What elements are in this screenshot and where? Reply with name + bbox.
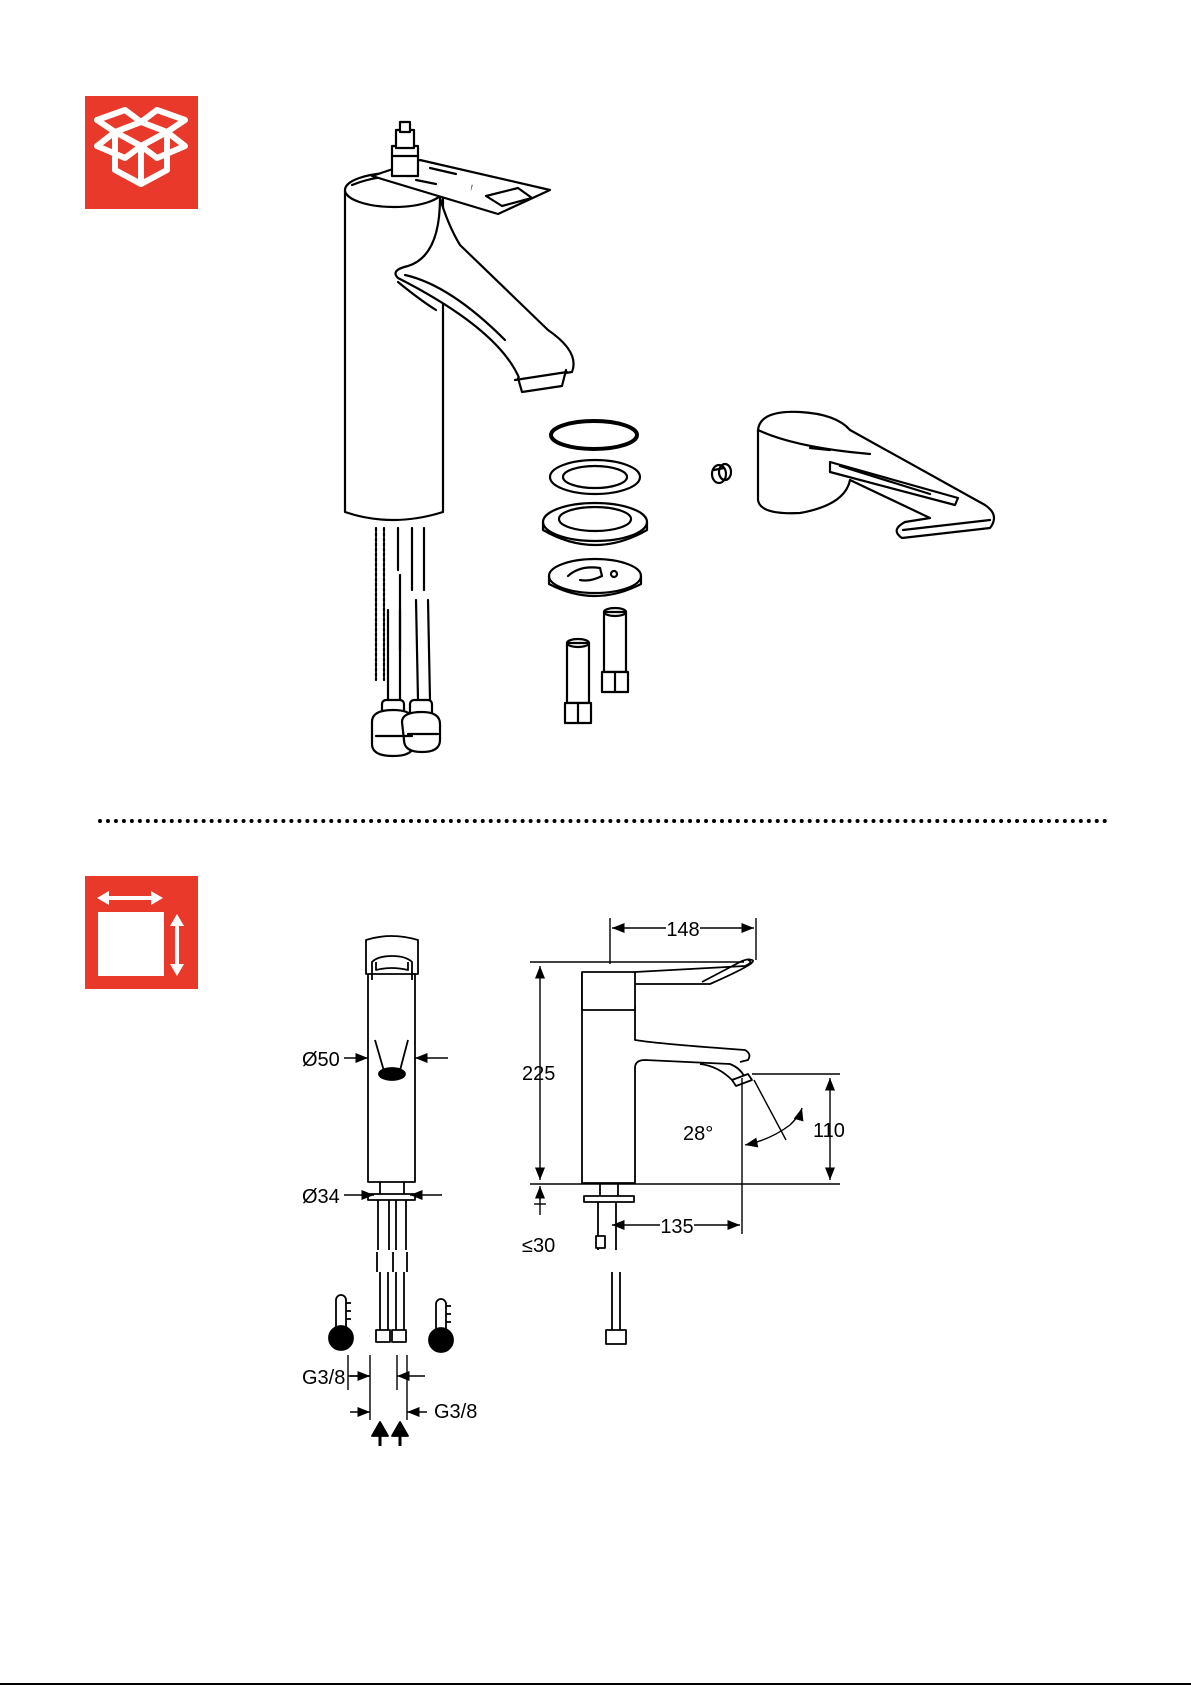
thermometer-cold-icon (429, 1299, 453, 1352)
flat-washer (550, 460, 640, 494)
thermometer-hot-icon (329, 1295, 353, 1350)
scope-of-delivery-drawing: ! (320, 115, 1020, 775)
threaded-stud-right (602, 608, 628, 692)
side-view (582, 959, 753, 1344)
faucet-body (345, 173, 574, 520)
grub-screw (712, 464, 731, 483)
deck-thickness-label: ≤30 (522, 1235, 555, 1257)
dimension-drawing: Ø50 Ø34 G3/8 G3/8 225 148 110 28° 135 ≤3… (290, 905, 870, 1455)
connection-left-label: G3/8 (302, 1367, 345, 1389)
flexible-hoses (372, 528, 440, 756)
spout-angle-label: 28° (683, 1123, 713, 1145)
threaded-stud-left (565, 639, 591, 723)
scope-of-delivery-badge (85, 96, 198, 209)
o-ring (551, 421, 637, 449)
spout-height-label: 110 (813, 1120, 845, 1142)
water-flow-up-arrows-icon (372, 1422, 408, 1446)
height-label: 225 (522, 1063, 555, 1085)
length-label: 148 (666, 919, 699, 941)
lever-handle (758, 412, 994, 538)
body-diameter-label: Ø50 (302, 1049, 340, 1071)
dimensions-badge (85, 876, 198, 989)
shank-diameter-label: Ø34 (302, 1186, 340, 1208)
fixing-plate (549, 559, 641, 596)
projection-label: 135 (660, 1216, 693, 1238)
base-ring (543, 503, 647, 545)
cartridge-spindle (392, 122, 418, 176)
front-view (366, 936, 418, 1342)
section-separator (98, 819, 1108, 823)
connection-right-label: G3/8 (434, 1401, 477, 1423)
